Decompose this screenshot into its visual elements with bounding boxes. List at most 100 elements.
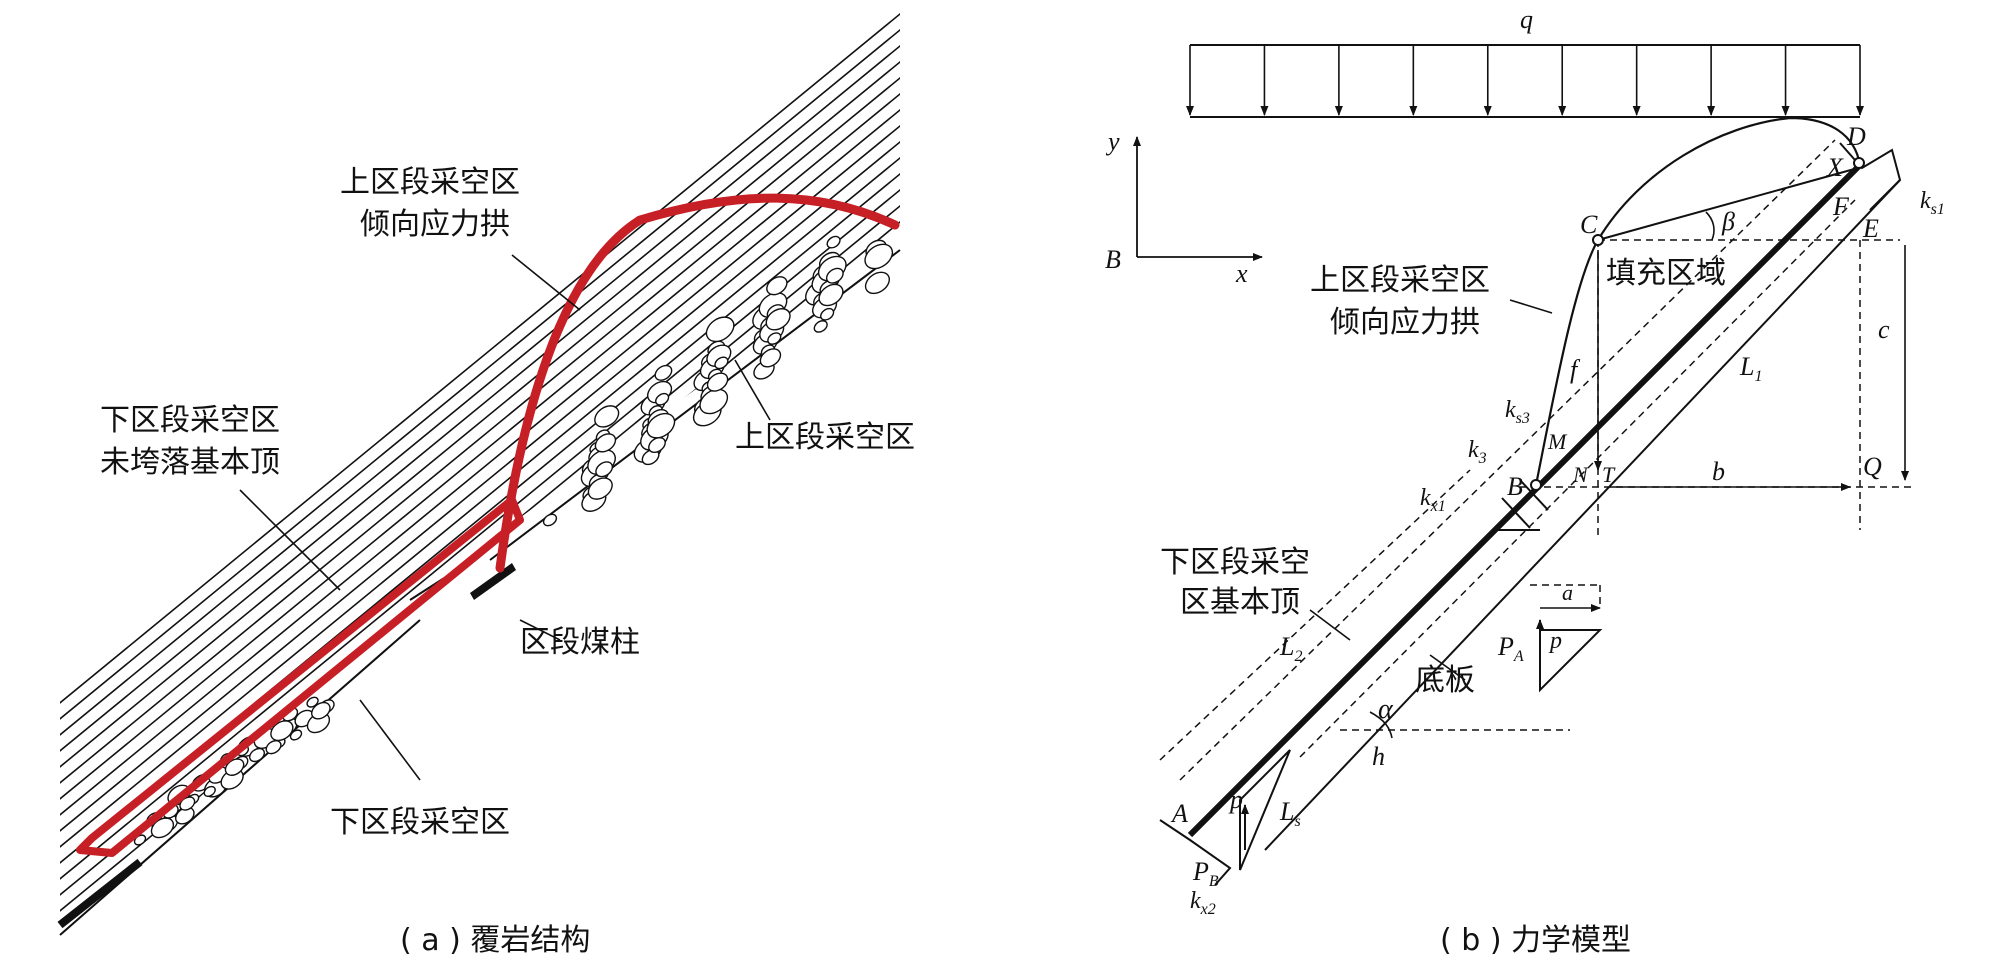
sym-kx2: kx2 [1190,888,1216,918]
stratum-line [60,10,900,705]
label-arch-b-line1: 上区段采空区 [1310,263,1490,298]
sym-F: F [1832,192,1850,221]
sym-D: D [1846,122,1866,151]
sym-L2: L2 [1279,632,1302,665]
rubble-stone [175,806,195,825]
rubble-stone [820,307,835,321]
rubble-stone [595,461,614,478]
label-lower-goaf: 下区段采空区 [330,805,510,840]
leader-upper-goaf [734,359,771,421]
tri-load-PB [1239,749,1291,871]
coal-pillar [470,563,516,600]
label-pillar: 区段煤柱 [520,625,640,660]
stratum-line [60,10,900,753]
sym-q: q [1520,5,1533,34]
sym-L1: L1 [1739,352,1762,385]
roof-beam [1187,162,1863,838]
sym-kx1: kx1 [1420,485,1446,515]
label-floor: 底板 [1415,663,1475,698]
sym-p-small: p [1548,628,1562,654]
rubble-stone [224,758,245,776]
rubble-stone [648,437,666,453]
sym-f: f [1570,355,1581,384]
leader-lower-goaf [359,699,421,781]
sym-a: a [1562,580,1573,605]
rubble-stone [864,271,890,295]
label-roof-b-line1: 下区段采空 [1160,545,1310,580]
sym-X: X [1826,153,1844,182]
rubble-stone [706,372,729,392]
dashed-lines [1159,139,1915,781]
upper-goaf-rubble [542,235,894,527]
sym-B: B [1507,472,1523,501]
stratum-line [60,10,900,817]
stratum-line [60,75,900,897]
sym-C: C [1580,210,1598,239]
unfallen-roof-a [76,496,524,857]
stratum-line [60,11,900,833]
sym-k3: k3 [1468,437,1487,467]
rubble-stone [705,316,735,343]
leader-roof-b [1309,609,1351,641]
sym-PB: PB [1192,857,1219,890]
label-upper-arch-line2: 倾向应力拱 [360,207,510,242]
leader-lower-roof [239,489,341,591]
sym-p: p [1228,785,1243,814]
beam-lower-block [1159,819,1232,886]
stratum-line [60,10,900,737]
label-roof-b-line2: 区基本顶 [1180,585,1300,620]
label-upper-arch-line1: 上区段采空区 [340,165,520,200]
sym-ks3: ks3 [1505,397,1530,427]
chord-CX [1597,167,1859,241]
panel-a: 上区段采空区 倾向应力拱 下区段采空区 未垮落基本顶 上区段采空区 区段煤柱 下… [57,10,915,958]
stratum-line [60,10,900,593]
rubble-stone [594,405,620,428]
pillar-block [1495,479,1549,531]
sym-beta: β [1721,207,1735,236]
leader-pillar [519,619,561,641]
sym-ks1: ks1 [1920,188,1945,218]
rubble-stone [594,433,617,453]
sym-y: y [1105,127,1120,156]
leader-floor-b [1429,654,1466,681]
rubble-stone [766,276,788,296]
rubble-stone [587,477,613,500]
panel-b-labels: q y x B D X C β F E ks1 c 填充区域 上区段采空区 倾向… [1105,5,1945,958]
stratum-line [60,10,900,785]
sym-B-axis: B [1105,245,1121,274]
coal-seam-lower [57,858,143,929]
sym-Ls: Ls [1279,797,1301,830]
rubble-stone [826,235,841,249]
sym-Q: Q [1863,452,1882,481]
tri-load-PA [1539,629,1603,693]
stratum-line [60,10,900,769]
sym-N: N [1572,462,1589,487]
beta-arc [1705,211,1715,241]
rubble-stone [813,320,828,333]
sym-M: M [1547,429,1568,454]
caption-b: ( b ) 力学模型 [1440,923,1631,958]
panel-b [1133,44,1915,886]
rubble-stone [249,747,265,763]
label-upper-goaf: 上区段采空区 [735,420,915,455]
rubble-stone [818,283,844,307]
label-lower-roof-line2: 未垮落基本顶 [100,445,280,480]
sym-E: E [1862,214,1879,243]
node-D [1853,157,1865,169]
alpha-arc [1369,711,1393,739]
rubble-stone [265,739,282,755]
label-lower-roof-line1: 下区段采空区 [100,403,280,438]
stratum-line [60,27,900,849]
rubble-stone [765,308,791,331]
rubble-stone [203,785,216,797]
stratum-line [60,10,900,721]
stratum-line [60,10,900,609]
rubble-stone [654,364,673,381]
rubble-stone [864,243,894,270]
sym-alpha: α [1378,694,1394,725]
rubble-stone [150,817,175,839]
rubble-stone [714,356,729,370]
label-fill: 填充区域 [1606,256,1726,291]
lower-goaf-rubble [133,696,335,846]
rubble-stone [311,701,331,720]
